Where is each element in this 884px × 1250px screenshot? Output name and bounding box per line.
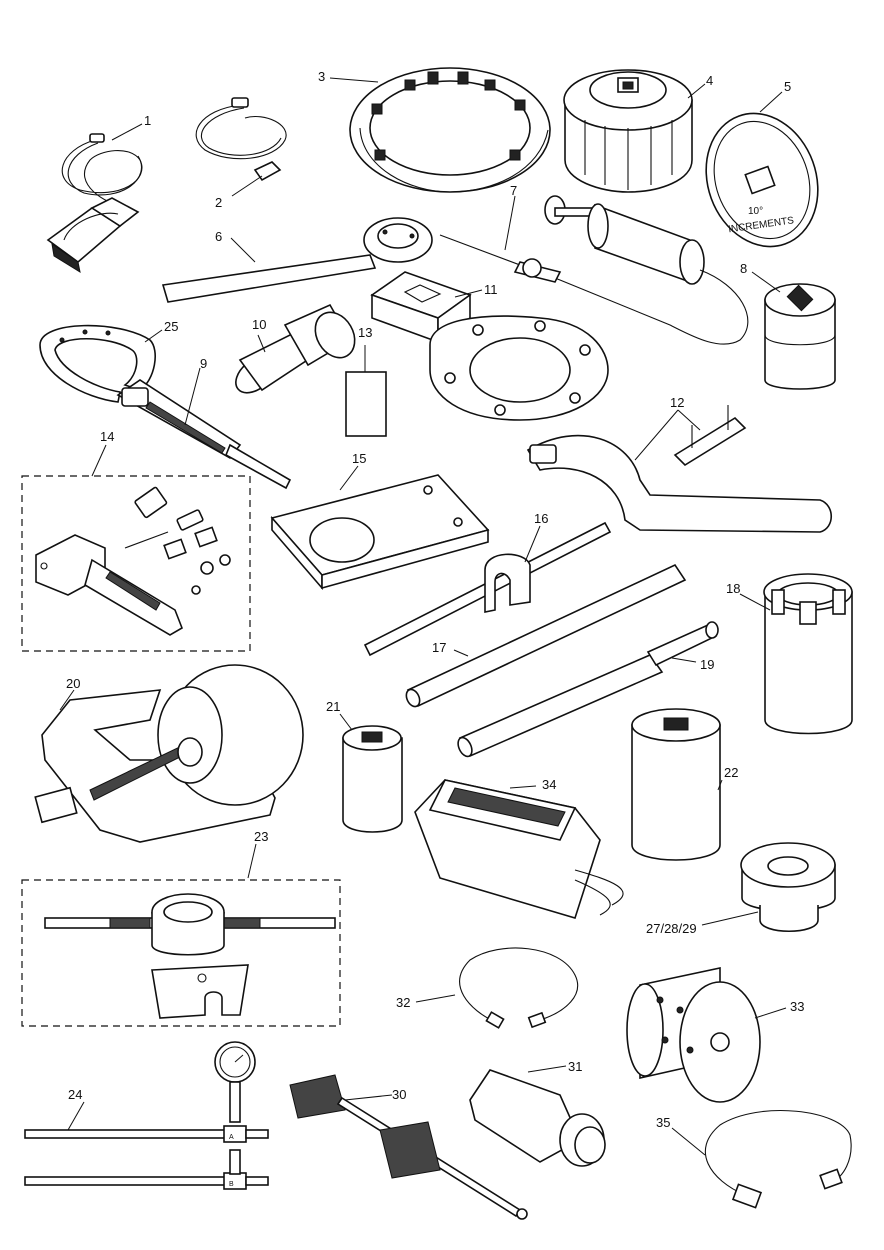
cup-tool-27-28-29 (740, 842, 836, 933)
callout-24: 24 (68, 1087, 83, 1102)
callout-14: 14 (100, 429, 115, 444)
strap-wrench-tool-9-25 (39, 324, 292, 490)
callout-8: 8 (740, 261, 748, 276)
callout-30: 30 (392, 1087, 407, 1102)
tap-wrench-kit-23 (21, 879, 341, 1027)
drum-tool-33 (626, 967, 761, 1103)
hex-socket-tool-8 (764, 283, 836, 390)
callout-12: 12 (670, 395, 685, 410)
long-bar-tool-17 (405, 563, 687, 708)
plate-tool-15 (270, 474, 490, 591)
press-tool-20 (34, 664, 304, 843)
tall-socket-tool-22 (631, 708, 721, 861)
usb-cable-tool-2 (195, 97, 287, 182)
callout-22: 22 (724, 765, 739, 780)
callout-1: 1 (144, 113, 152, 128)
callout-9: 9 (200, 356, 208, 371)
syringe-pump-tool-7 (439, 195, 749, 345)
castellated-socket-tool-18 (763, 573, 853, 735)
callout-11: 11 (484, 282, 498, 297)
protractor-label-1: 10° (748, 206, 763, 217)
callout-16: 16 (534, 511, 549, 526)
callout-3: 3 (318, 69, 326, 84)
castellated-ring-tool-3 (349, 67, 551, 193)
adaptor-tool-31 (469, 1069, 606, 1167)
pin-spanner-tool-6 (161, 217, 433, 303)
callout-20: 20 (66, 676, 81, 691)
callout-18: 18 (726, 581, 741, 596)
callout-13: 13 (358, 325, 373, 340)
callout-25: 25 (164, 319, 179, 334)
drift-bar-tool-19 (457, 621, 719, 758)
pressure-gauge-tool-24: A B (24, 1041, 269, 1190)
gauge-card-tool-13 (345, 371, 387, 437)
oil-filter-cup-tool-4 (563, 69, 693, 193)
electronic-unit-tool-34 (414, 779, 624, 919)
callout-2: 2 (215, 195, 223, 210)
callout-32: 32 (396, 995, 411, 1010)
callout-19: 19 (700, 657, 715, 672)
callout-34: 34 (542, 777, 557, 792)
callout-33: 33 (790, 999, 805, 1014)
socket-tool-21 (342, 725, 403, 833)
c-spanner-tool-12 (526, 405, 833, 533)
callout-7: 7 (510, 183, 518, 198)
hose-label-a: A (229, 1134, 234, 1141)
callout-23: 23 (254, 829, 269, 844)
kit-box-14 (21, 475, 251, 652)
diagnostic-cable-tool-1 (46, 133, 143, 274)
callout-4: 4 (706, 73, 714, 88)
slide-hammer-tool-30 (289, 1074, 528, 1220)
callout-35: 35 (656, 1115, 671, 1130)
cable-tool-32 (459, 947, 579, 1029)
callout-31: 31 (568, 1059, 583, 1074)
flange-holder-tool-11 (370, 271, 609, 421)
shaft-clamp-tool-16 (363, 521, 612, 657)
callout-5: 5 (784, 79, 792, 94)
protractor-disc-tool-5: 10° INCREMENTS (705, 112, 819, 248)
pin-bolt-tool-10 (235, 303, 356, 394)
hose-label-b: B (229, 1181, 234, 1188)
callout-21: 21 (326, 699, 341, 714)
leader-lines (59, 77, 787, 1156)
sensor-lead-tool-35 (704, 1109, 852, 1209)
callout-6: 6 (215, 229, 223, 244)
callout-27-28-29: 27/28/29 (646, 921, 697, 936)
callout-15: 15 (352, 451, 367, 466)
callout-17: 17 (432, 640, 447, 655)
callout-10: 10 (252, 317, 267, 332)
